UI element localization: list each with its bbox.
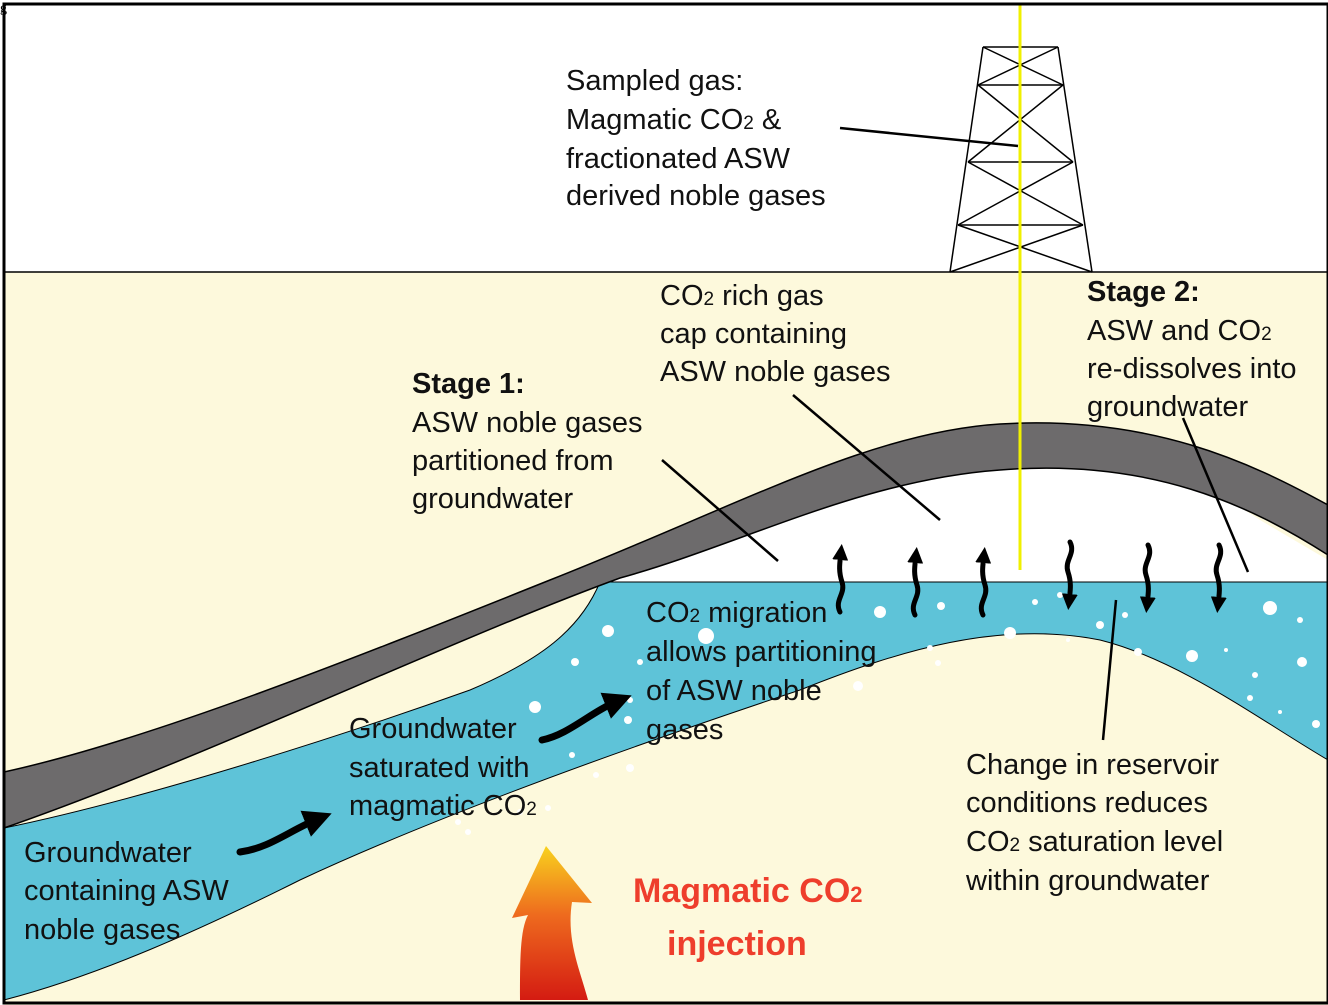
- gas-bubble-icon: [1252, 672, 1258, 678]
- gas-bubble-icon: [1057, 592, 1063, 598]
- svg-text:CO2 rich gas: CO2 rich gas: [660, 280, 824, 312]
- gas-bubble-icon: [626, 764, 634, 772]
- gas-bubble-icon: [1247, 695, 1253, 701]
- svg-text:of ASW noble: of ASW noble: [646, 675, 822, 707]
- svg-text:CO2 migration: CO2 migration: [646, 597, 827, 629]
- caprock-layer: [3, 422, 1328, 830]
- gas-bubble-icon: [1122, 612, 1128, 618]
- svg-text:within groundwater: within groundwater: [965, 865, 1210, 897]
- gas-bubble-icon: [937, 602, 945, 610]
- gas-bubble-icon: [1134, 648, 1142, 656]
- down-wavy-arrow-icon: [1139, 542, 1156, 613]
- gas-bubble-icon: [602, 625, 614, 637]
- svg-text:saturated with: saturated with: [349, 752, 530, 784]
- drilling-rig-icon: [949, 46, 1093, 273]
- gas-bubble-icon: [465, 829, 471, 835]
- down-wavy-arrow-icon: [1210, 542, 1227, 613]
- svg-text:magmatic CO2: magmatic CO2: [349, 790, 537, 822]
- svg-text:gases: gases: [646, 714, 723, 746]
- gas-bubble-icon: [517, 809, 523, 815]
- stage1-label: Stage 1: ASW noble gases partitioned fro…: [412, 368, 643, 515]
- gas-redissolution-arrows: [1061, 539, 1227, 613]
- gas-bubble-icon: [1096, 621, 1104, 629]
- svg-text:partitioned from: partitioned from: [412, 445, 614, 477]
- gas-bubble-icon: [1278, 710, 1282, 714]
- reservoir-change-label: Change in reservoir conditions reduces C…: [965, 749, 1223, 897]
- gas-cap: [600, 456, 1328, 582]
- gas-bubble-icon: [569, 752, 575, 758]
- gas-bubble-icon: [935, 660, 941, 666]
- gas-bubble-icon: [1263, 601, 1277, 615]
- svg-text:Groundwater: Groundwater: [349, 713, 517, 745]
- curved-flame-arrow-icon: [512, 846, 592, 1000]
- flow-arrow-icon: [538, 692, 632, 744]
- svg-text:Groundwater: Groundwater: [24, 837, 192, 869]
- co2-migration-label: CO2 migration allows partitioning of ASW…: [646, 597, 877, 746]
- gas-bubble-icon: [1224, 648, 1228, 652]
- gas-bubble-icon: [1004, 627, 1016, 639]
- gas-bubble-icon: [874, 606, 886, 618]
- groundwater-flow-arrows: [236, 692, 632, 856]
- gas-bubble-icon: [455, 819, 461, 825]
- gas-bubble-icon: [1032, 599, 1038, 605]
- gas-cap-label: CO2 rich gas cap containing ASW noble ga…: [660, 280, 891, 388]
- sampled-gas-label: Sampled gas: Magmatic CO2 & fractionated…: [566, 65, 826, 212]
- svg-text:injection: injection: [667, 925, 807, 963]
- groundwater-aquifer: [3, 581, 1328, 1001]
- groundwater-containing-label: Groundwater containing ASW noble gases: [24, 837, 229, 946]
- svg-text:Magmatic CO2 &: Magmatic CO2 &: [566, 104, 781, 136]
- svg-text:Stage 2:: Stage 2:: [1087, 276, 1200, 308]
- up-wavy-arrow-icon: [907, 547, 924, 618]
- gas-exsolution-arrows: [832, 544, 992, 618]
- svg-text:groundwater: groundwater: [1087, 391, 1249, 423]
- figure-caption-fragment: g: [0, 1, 7, 16]
- svg-text:containing ASW: containing ASW: [24, 875, 229, 907]
- gas-bubble-icon: [627, 697, 633, 703]
- svg-text:conditions reduces: conditions reduces: [966, 787, 1208, 819]
- magmatic-injection-label: Magmatic CO2 injection: [633, 872, 863, 963]
- gas-bubble-icon: [1186, 650, 1198, 662]
- flow-arrow-icon: [236, 810, 332, 856]
- svg-text:CO2 saturation level: CO2 saturation level: [966, 826, 1223, 858]
- svg-text:derived noble gases: derived noble gases: [566, 180, 826, 212]
- svg-text:noble gases: noble gases: [24, 914, 180, 946]
- svg-text:Change in reservoir: Change in reservoir: [966, 749, 1219, 781]
- svg-text:Stage 1:: Stage 1:: [412, 368, 525, 400]
- gas-bubble-icon: [1066, 638, 1070, 642]
- leader-lines: [661, 126, 1250, 741]
- gas-bubble-icon: [545, 805, 551, 811]
- sky-area: [4, 4, 1328, 272]
- svg-text:allows partitioning: allows partitioning: [646, 636, 877, 668]
- gas-bubble-icon: [529, 701, 541, 713]
- gas-bubble-icon: [1312, 720, 1320, 728]
- svg-text:ASW noble gases: ASW noble gases: [412, 407, 643, 439]
- gas-bubble-icon: [637, 659, 643, 665]
- gas-bubble-icon: [1297, 617, 1303, 623]
- gas-bubble-icon: [698, 628, 714, 644]
- gas-bubbles: [455, 592, 1320, 835]
- gas-bubble-icon: [593, 772, 599, 778]
- svg-text:re-dissolves into: re-dissolves into: [1087, 353, 1297, 385]
- gas-bubble-icon: [624, 716, 632, 724]
- svg-text:Magmatic CO2: Magmatic CO2: [633, 872, 863, 910]
- up-wavy-arrow-icon: [832, 544, 849, 615]
- svg-text:fractionated ASW: fractionated ASW: [566, 143, 791, 175]
- up-wavy-arrow-icon: [975, 547, 992, 618]
- svg-text:Sampled gas:: Sampled gas:: [566, 65, 743, 97]
- gas-bubble-icon: [853, 681, 863, 691]
- stage2-label: Stage 2: ASW and CO2 re-dissolves into g…: [1087, 276, 1297, 423]
- gas-bubble-icon: [1297, 657, 1307, 667]
- saturated-groundwater-label: Groundwater saturated with magmatic CO2: [349, 713, 537, 822]
- svg-text:groundwater: groundwater: [412, 483, 574, 515]
- svg-text:ASW and CO2: ASW and CO2: [1087, 315, 1272, 347]
- svg-text:cap containing: cap containing: [660, 318, 847, 350]
- gas-bubble-icon: [927, 645, 933, 651]
- svg-text:ASW noble gases: ASW noble gases: [660, 356, 891, 388]
- gas-bubble-icon: [571, 658, 579, 666]
- down-wavy-arrow-icon: [1061, 539, 1078, 610]
